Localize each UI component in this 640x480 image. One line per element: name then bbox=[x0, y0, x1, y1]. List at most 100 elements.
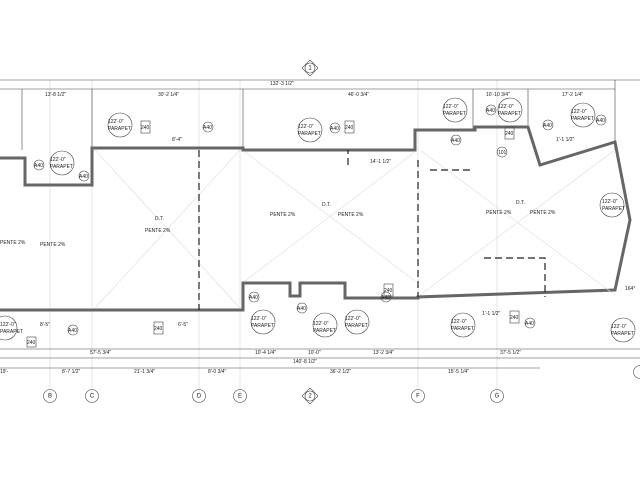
dim-bottom: 13'-2 3/4" bbox=[373, 350, 394, 356]
annotation-text: 122'-0" bbox=[602, 199, 618, 205]
annotation-text: PARAPET bbox=[50, 164, 73, 170]
annotation-text: 122'-0" bbox=[108, 119, 124, 125]
annotation-text: 122'-0" bbox=[251, 316, 267, 322]
parapet-tags: 122'-0"PARAPET 122'-0"PARAPET 122'-0"PAR… bbox=[0, 97, 636, 343]
annotation-text: 122'-0" bbox=[313, 321, 329, 327]
drawing-mark bbox=[49, 150, 75, 176]
drawing-mark bbox=[33, 159, 45, 171]
drawing-mark bbox=[450, 134, 462, 146]
annotation-text: 122'-0" bbox=[498, 104, 514, 110]
annotation-text: PARAPET bbox=[0, 329, 23, 335]
annotation-text: A40 bbox=[297, 306, 306, 312]
annotation-text: 240 bbox=[345, 125, 354, 131]
dim-inner: 1'-1 1/2" bbox=[482, 311, 501, 317]
annotation-text: A40 bbox=[34, 163, 43, 169]
drawing-mark bbox=[542, 119, 554, 131]
dim-inner: 6'-5" bbox=[178, 322, 188, 328]
annotation-text: 240 bbox=[141, 125, 150, 131]
drawing-mark bbox=[380, 291, 392, 303]
drawing-mark bbox=[344, 120, 355, 134]
section-marker-bottom: 2 bbox=[301, 387, 319, 405]
slope-label: PENTE 2% bbox=[338, 212, 364, 218]
grid-label-d: D bbox=[197, 394, 202, 400]
annotation-text: A40 bbox=[596, 118, 605, 124]
annotation-text: 122'-0" bbox=[611, 324, 627, 330]
drawing-mark bbox=[153, 321, 164, 335]
annotation-text: A40 bbox=[525, 321, 534, 327]
dim-top: 30'-2 1/4" bbox=[158, 92, 179, 98]
annotation-text: 240 bbox=[154, 326, 163, 332]
drawing-mark bbox=[419, 149, 616, 296]
annotation-text: PARAPET bbox=[602, 206, 625, 212]
drawing-mark bbox=[312, 312, 338, 338]
slope-label: PENTE 2% bbox=[486, 210, 512, 216]
dim-inner: 1'-1 1/2" bbox=[556, 137, 575, 143]
annotation-text: A40 bbox=[486, 108, 495, 114]
slope-label: PENTE 2% bbox=[270, 212, 296, 218]
drawing-mark bbox=[497, 97, 523, 123]
slope-label: PENTE 2% bbox=[40, 242, 66, 248]
dim-bottom: 10'-0" bbox=[308, 350, 321, 356]
drawing-mark bbox=[610, 317, 636, 343]
drawing-mark bbox=[450, 312, 476, 338]
drawing-mark bbox=[0, 315, 18, 341]
roof-outline bbox=[0, 125, 632, 312]
drawing-mark bbox=[192, 389, 206, 403]
dim-bottom: 57'-5 3/4" bbox=[90, 350, 111, 356]
dim-bottom: 8'-0 3/4" bbox=[208, 369, 227, 375]
section-marker-top: 1 bbox=[301, 59, 319, 77]
drawing-mark bbox=[383, 283, 394, 297]
annotation-text: A40 bbox=[543, 123, 552, 129]
annotation-text: A40 bbox=[451, 138, 460, 144]
drawing-mark bbox=[595, 114, 607, 126]
drawing-mark bbox=[329, 122, 341, 134]
annotation-text: A40 bbox=[79, 174, 88, 180]
annotation-text: 122'-0" bbox=[451, 319, 467, 325]
annotation-text: PARAPET bbox=[108, 126, 131, 132]
annotation-text: 240 bbox=[384, 288, 393, 294]
dim-bottom: 37'-5 1/2" bbox=[500, 350, 521, 356]
drawing-mark bbox=[524, 317, 536, 329]
annotation-text: PARAPET bbox=[251, 323, 274, 329]
annotation-text: 122'-0" bbox=[298, 124, 314, 130]
annotation-text: 101 bbox=[498, 150, 507, 156]
drawing-mark bbox=[411, 389, 425, 403]
drawing-mark bbox=[485, 104, 497, 116]
annotation-text: PARAPET bbox=[298, 131, 321, 137]
grid-label-g: G bbox=[495, 394, 500, 400]
drawing-mark bbox=[94, 149, 241, 309]
dim-top: 13'-8 1/2" bbox=[45, 92, 66, 98]
drawing-mark bbox=[304, 62, 316, 74]
annotation-text: 240 bbox=[505, 131, 514, 137]
annotation-text: 2 bbox=[308, 394, 312, 400]
annotation-text: PARAPET bbox=[451, 326, 474, 332]
grid-label-c: C bbox=[90, 394, 95, 400]
grid-label-b: B bbox=[48, 394, 52, 400]
drawing-mark bbox=[599, 192, 625, 218]
drawing-mark bbox=[490, 389, 504, 403]
annotation-text: A40 bbox=[381, 295, 390, 301]
annotation-text: PARAPET bbox=[443, 111, 466, 117]
annotation-text: 240 bbox=[27, 340, 36, 346]
detail-tags: A40 A40 A40 A40 A40 A40 A40 A40 A40 A40 … bbox=[26, 104, 607, 348]
drawing-mark bbox=[107, 112, 133, 138]
drain-label: D.T. bbox=[155, 216, 164, 222]
annotation-text: 240 bbox=[510, 315, 519, 321]
dim-overall-bottom: 140'-8 1/2" bbox=[293, 359, 317, 365]
dim-bottom: 36'-2 1/2" bbox=[330, 369, 351, 375]
dim-bottom: 8'-7 1/2" bbox=[62, 369, 81, 375]
drain-label: D.T. bbox=[322, 202, 331, 208]
drawing-mark bbox=[296, 302, 308, 314]
drawing-mark bbox=[78, 170, 90, 182]
drain-label: D.T. bbox=[516, 200, 525, 206]
drawing-mark bbox=[43, 389, 57, 403]
annotation-text: A40 bbox=[330, 126, 339, 132]
dim-top: 10'-10 3/4" bbox=[486, 92, 510, 98]
drawing-mark bbox=[504, 126, 515, 140]
drawing-mark bbox=[301, 387, 319, 405]
dim-inner: 8'-5" bbox=[40, 322, 50, 328]
dim-inner: 8'-4" bbox=[172, 137, 182, 143]
grid-label-f: F bbox=[416, 394, 420, 400]
drawing-mark bbox=[297, 117, 323, 143]
